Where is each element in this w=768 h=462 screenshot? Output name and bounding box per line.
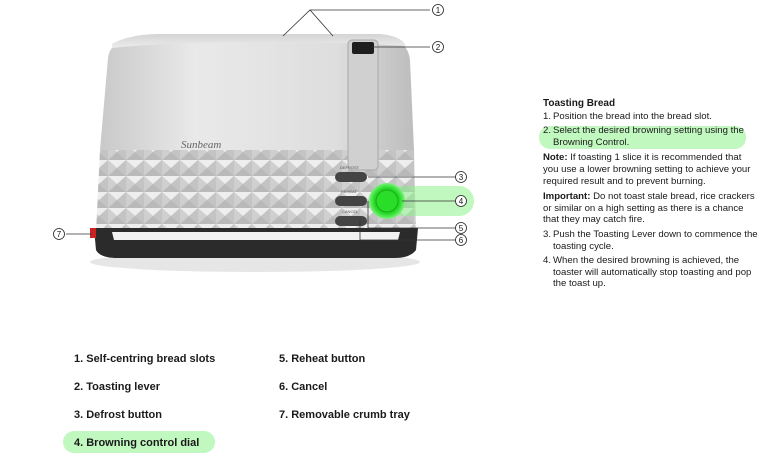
step-2-number: 2. — [543, 125, 552, 137]
legend-item-4-highlight — [63, 431, 215, 453]
step-1: 1. Position the bread into the bread slo… — [543, 111, 758, 123]
svg-text:REHEAT: REHEAT — [341, 189, 357, 194]
toaster-body — [100, 38, 414, 150]
reheat-button — [335, 196, 367, 206]
callout-4: 4 — [459, 197, 464, 206]
legend-item-4: 4. Browning control dial — [74, 437, 200, 449]
important-label: Important: — [543, 191, 591, 203]
step-3-text: Push the Toasting Lever down to commence… — [553, 228, 758, 252]
step-1-number: 1. — [543, 110, 552, 122]
instructions-heading: Toasting Bread — [543, 98, 616, 109]
textured-panel — [96, 150, 416, 232]
callout-2: 2 — [436, 43, 441, 52]
step-4-number: 4. — [543, 255, 552, 267]
step-2-text: Select the desired browning setting usin… — [553, 125, 744, 148]
callout-6: 6 — [459, 236, 464, 245]
step-3-number: 3. — [543, 228, 552, 240]
parts-legend: 1. Self-centring bread slots 2. Toasting… — [74, 350, 494, 460]
step-2: 2. Select the desired browning setting u… — [543, 125, 758, 148]
defrost-button — [335, 172, 367, 182]
legend-item-3: 3. Defrost button — [74, 409, 162, 421]
svg-text:CANCEL: CANCEL — [342, 209, 359, 214]
toasting-instructions: Toasting Bread 1. Position the bread int… — [543, 98, 758, 290]
step-4-text: When the desired browning is achieved, t… — [553, 255, 752, 290]
legend-item-5: 5. Reheat button — [279, 353, 366, 365]
legend-item-2: 2. Toasting lever — [74, 381, 160, 393]
legend-item-1: 1. Self-centring bread slots — [74, 353, 216, 365]
crumb-tray-marker — [90, 228, 96, 238]
step-4: 4. When the desired browning is achieved… — [543, 255, 758, 290]
callout-7: 7 — [57, 230, 62, 239]
important-paragraph: Important: Do not toast stale bread, ric… — [543, 191, 758, 226]
cancel-button — [335, 216, 367, 226]
step2-highlight — [539, 126, 746, 149]
svg-text:DEFROST: DEFROST — [340, 165, 360, 170]
step-1-text: Position the bread into the bread slot. — [553, 110, 712, 122]
callout-5: 5 — [459, 224, 464, 233]
sunbeam-logo: Sunbeam — [181, 139, 221, 151]
toasting-lever — [352, 42, 374, 54]
step-3: 3. Push the Toasting Lever down to comme… — [543, 229, 758, 252]
lever-channel — [347, 39, 379, 171]
note-text: If toasting 1 slice it is recommended th… — [543, 152, 751, 187]
legend-item-7: 7. Removable crumb tray — [279, 409, 410, 421]
callout-1: 1 — [436, 6, 441, 15]
toaster-diagram: Sunbeam DEFROST REHEAT CANCEL — [0, 0, 520, 300]
note-paragraph: Note: If toasting 1 slice it is recommen… — [543, 152, 758, 187]
important-text: Do not toast stale bread, rice crackers … — [543, 191, 755, 226]
callout-3: 3 — [459, 173, 464, 182]
note-label: Note: — [543, 152, 568, 164]
legend-item-6: 6. Cancel — [279, 381, 328, 393]
